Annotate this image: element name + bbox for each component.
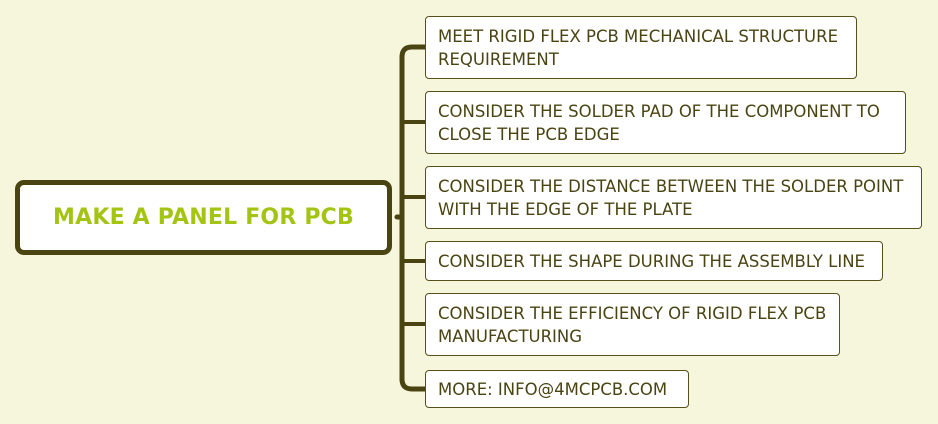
branch-label: CONSIDER THE DISTANCE BETWEEN THE SOLDER… bbox=[438, 176, 904, 219]
branch-label: MEET RIGID FLEX PCB MECHANICAL STRUCTURE… bbox=[438, 26, 839, 69]
branch-node-manufacturing-efficiency[interactable]: CONSIDER THE EFFICIENCY OF RIGID FLEX PC… bbox=[425, 293, 840, 356]
branch-label: MORE: INFO@4MCPCB.COM bbox=[438, 379, 668, 399]
connector-branch-0 bbox=[399, 44, 425, 58]
branch-label: CONSIDER THE SHAPE DURING THE ASSEMBLY L… bbox=[438, 251, 865, 271]
branch-label: CONSIDER THE SOLDER PAD OF THE COMPONENT… bbox=[438, 101, 880, 144]
branch-node-solder-point-distance[interactable]: CONSIDER THE DISTANCE BETWEEN THE SOLDER… bbox=[425, 166, 922, 229]
branch-node-solder-pad[interactable]: CONSIDER THE SOLDER PAD OF THE COMPONENT… bbox=[425, 91, 906, 154]
branch-node-assembly-line-shape[interactable]: CONSIDER THE SHAPE DURING THE ASSEMBLY L… bbox=[425, 241, 883, 281]
branch-label: CONSIDER THE EFFICIENCY OF RIGID FLEX PC… bbox=[438, 303, 827, 346]
branch-node-mechanical-structure[interactable]: MEET RIGID FLEX PCB MECHANICAL STRUCTURE… bbox=[425, 16, 857, 79]
connector-branch-5 bbox=[399, 378, 425, 392]
central-topic[interactable]: MAKE A PANEL FOR PCB bbox=[15, 180, 392, 255]
branch-node-contact-email[interactable]: MORE: INFO@4MCPCB.COM bbox=[425, 370, 689, 408]
connector-trunk bbox=[394, 54, 405, 382]
central-topic-label: MAKE A PANEL FOR PCB bbox=[53, 205, 354, 230]
